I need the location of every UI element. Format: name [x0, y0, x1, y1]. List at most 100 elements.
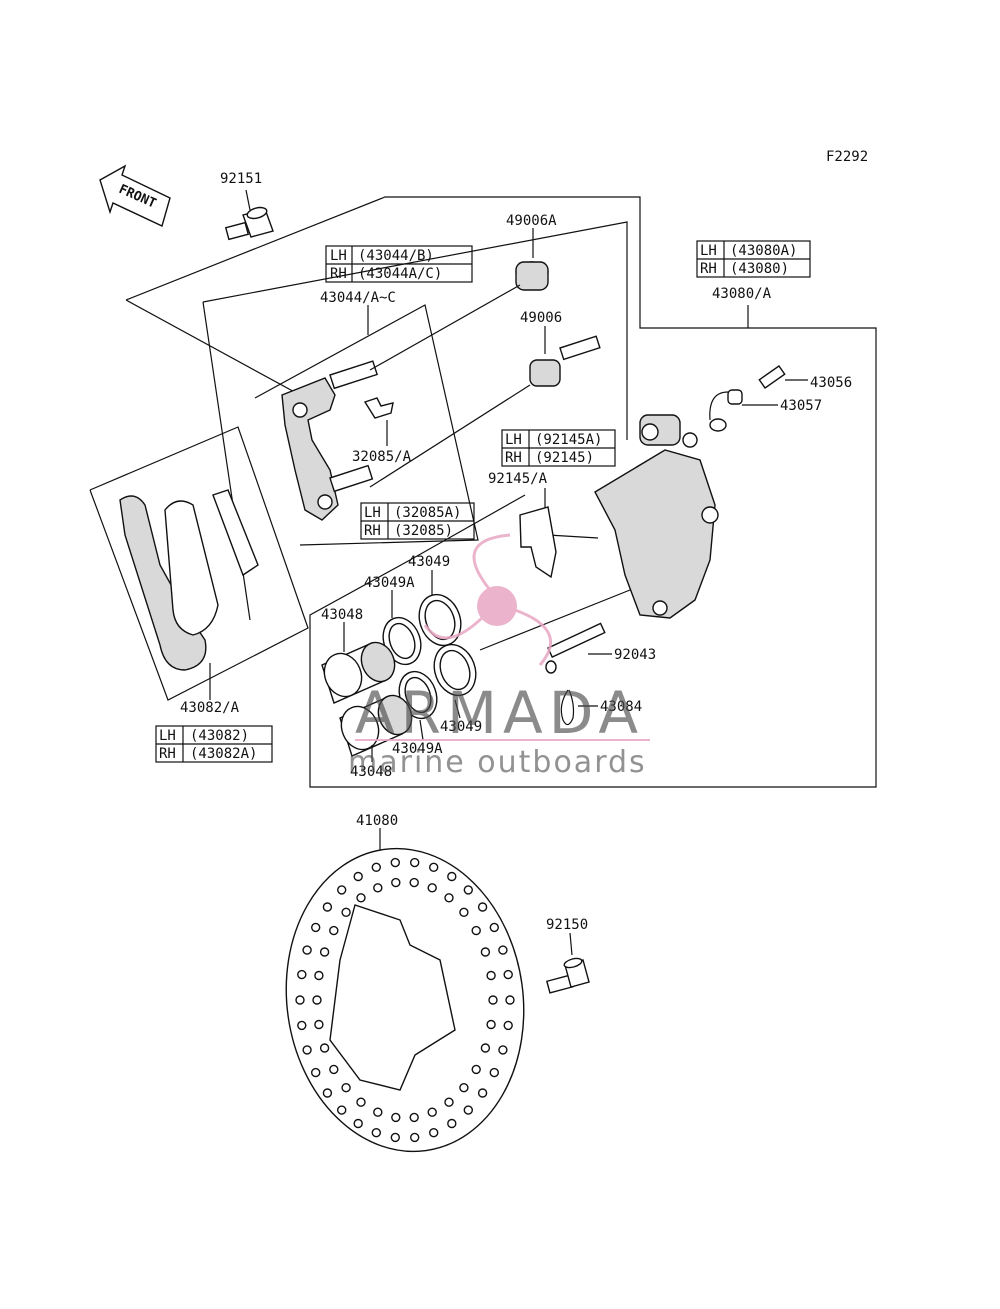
- boot-49006A: [369, 228, 549, 371]
- svg-text:RH: RH: [330, 266, 347, 282]
- disc-hole: [409, 877, 419, 888]
- seal-43049A-top: [382, 590, 422, 666]
- propeller-logo-icon: [477, 586, 517, 626]
- brake-disc-41080: [285, 828, 525, 1153]
- disc-hole: [429, 862, 439, 872]
- disc-hole: [337, 1105, 347, 1115]
- disc-hole: [371, 1127, 381, 1138]
- disc-hole: [486, 970, 496, 981]
- svg-text:(32085A): (32085A): [394, 505, 461, 521]
- watermark-tagline: marine outboards: [348, 745, 647, 780]
- assembly-outlines: [89, 196, 877, 788]
- svg-text:(43044A/C): (43044A/C): [358, 266, 442, 282]
- brake-pads-43082: [119, 489, 259, 700]
- disc-hole: [444, 1097, 454, 1107]
- disc-hole: [371, 862, 381, 872]
- disc-hole: [391, 877, 401, 888]
- svg-text:LH: LH: [364, 505, 381, 521]
- disc-hole: [409, 1112, 419, 1123]
- label-43049-top: 43049: [408, 554, 450, 570]
- svg-text:LH: LH: [505, 432, 522, 448]
- disc-hole: [353, 1118, 363, 1129]
- disc-hole: [447, 871, 457, 882]
- disc-hole: [463, 1105, 473, 1115]
- disc-hole: [297, 1020, 307, 1031]
- disc-hole: [311, 1067, 321, 1078]
- disc-hole: [297, 969, 307, 980]
- svg-text:LH: LH: [700, 243, 717, 259]
- cap-43057: [709, 389, 778, 432]
- clip-43084: [560, 689, 598, 726]
- svg-text:(32085): (32085): [394, 523, 453, 539]
- disc-hole: [295, 995, 305, 1005]
- disc-hole: [486, 1019, 496, 1030]
- svg-text:(43080): (43080): [730, 261, 789, 277]
- disc-hole: [410, 857, 420, 868]
- disc-hole: [341, 907, 351, 917]
- disc-hole: [427, 883, 437, 893]
- label-43056: 43056: [810, 375, 852, 391]
- table-92145: LH (92145A) RH (92145): [501, 429, 616, 467]
- label-49006: 49006: [520, 310, 562, 326]
- svg-text:RH: RH: [700, 261, 717, 277]
- disc-hole: [329, 925, 339, 936]
- label-43044: 43044/A~C: [320, 290, 396, 306]
- disc-hole: [427, 1107, 437, 1117]
- label-43080: 43080/A: [712, 286, 772, 302]
- svg-text:(43082): (43082): [190, 728, 249, 744]
- disc-hole: [459, 907, 469, 917]
- table-43080: LH (43080A) RH (43080): [696, 240, 811, 278]
- disc-hole: [314, 1019, 324, 1030]
- disc-hole: [311, 922, 321, 933]
- disc-hole: [322, 1088, 333, 1098]
- svg-text:RH: RH: [505, 450, 522, 466]
- disc-hole: [302, 1045, 312, 1055]
- disc-hole: [319, 1043, 330, 1053]
- disc-hole: [353, 871, 363, 882]
- disc-hole: [477, 902, 488, 912]
- bleeder-43056: [758, 365, 808, 389]
- disc-hole: [337, 885, 347, 895]
- svg-text:(92145): (92145): [535, 450, 594, 466]
- disc-hole: [480, 947, 491, 957]
- label-92043: 92043: [614, 647, 656, 663]
- disc-hole: [373, 1107, 383, 1117]
- disc-hole: [390, 857, 400, 868]
- svg-text:(92145A): (92145A): [535, 432, 602, 448]
- clip-32085: [363, 397, 394, 446]
- disc-hole: [489, 922, 499, 933]
- disc-hole: [314, 970, 324, 981]
- disc-hole: [302, 945, 312, 955]
- label-43084: 43084: [600, 699, 642, 715]
- caliper-body-43080: [547, 305, 749, 619]
- bolt-92150: [545, 932, 590, 994]
- disc-hole: [444, 893, 454, 903]
- label-49006A: 49006A: [506, 213, 557, 229]
- front-arrow-icon: FRONT: [99, 164, 171, 227]
- disc-hole: [429, 1127, 439, 1138]
- spring-92145: [519, 488, 557, 579]
- label-43049A-top: 43049A: [364, 575, 415, 591]
- disc-hole: [391, 1112, 401, 1123]
- disc-hole: [503, 1020, 513, 1031]
- label-43049A-bottom: 43049A: [392, 741, 443, 757]
- disc-hole: [322, 902, 333, 912]
- pin-49006: [369, 326, 601, 488]
- bolt-92151: [224, 189, 274, 241]
- disc-hole: [480, 1043, 491, 1053]
- svg-text:(43080A): (43080A): [730, 243, 797, 259]
- svg-text:LH: LH: [330, 248, 347, 264]
- label-92150: 92150: [546, 917, 588, 933]
- label-43048-top: 43048: [321, 607, 363, 623]
- disc-hole: [329, 1064, 339, 1075]
- disc-hole: [356, 1097, 366, 1107]
- svg-text:RH: RH: [364, 523, 381, 539]
- disc-hole: [373, 883, 383, 893]
- label-43057: 43057: [780, 398, 822, 414]
- svg-text:(43044/B): (43044/B): [358, 248, 434, 264]
- disc-hole: [471, 1064, 481, 1075]
- svg-text:(43082A): (43082A): [190, 746, 257, 762]
- disc-hole: [498, 1045, 508, 1055]
- disc-hole: [489, 1067, 499, 1078]
- disc-hole: [471, 925, 481, 936]
